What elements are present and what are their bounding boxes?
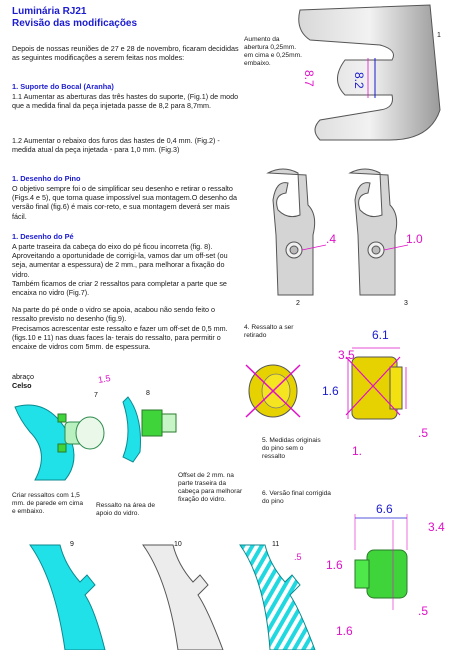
fig9-drawing bbox=[29, 544, 106, 650]
title-line-1: Luminária RJ21 bbox=[12, 6, 87, 17]
fig8-note: Offset de 2 mm. na parte traseira da cab… bbox=[178, 472, 243, 503]
fig8-drawing bbox=[122, 396, 177, 463]
title-line-2: Revisão das modificações bbox=[12, 18, 138, 29]
fig2-drawing bbox=[266, 168, 327, 296]
fig9-number: 9 bbox=[70, 541, 74, 548]
fig7-dim: 1.5 bbox=[97, 372, 112, 386]
fig6-dim-height: 1.6 bbox=[326, 558, 343, 572]
section-paragraph: Também ficamos de criar 2 ressaltos para… bbox=[12, 279, 227, 298]
fig5-dim-small: .5 bbox=[418, 426, 429, 440]
fig4-note: 4. Ressalto a ser retirado bbox=[244, 324, 294, 339]
section-paragraph: 1.1 Aumentar as aberturas das três haste… bbox=[12, 92, 239, 111]
fig3-number: 3 bbox=[404, 300, 408, 307]
fig10-number: 10 bbox=[174, 541, 182, 548]
fig6-dim-top: 3.4 bbox=[428, 520, 445, 534]
fig5-drawing bbox=[345, 347, 407, 420]
signature-name: Celso bbox=[12, 381, 32, 390]
page-title: Luminária RJ21 Revisão das modificações bbox=[12, 6, 137, 30]
fig6-drawing bbox=[354, 514, 408, 610]
section-heading-suporte: 1. Suporte do Bocal (Aranha) bbox=[12, 82, 114, 91]
fig7-number: 7 bbox=[94, 392, 98, 399]
fig11-dim: .5 bbox=[294, 552, 302, 562]
fig9-note: Ressalto na área de apoio do vidro. bbox=[96, 502, 156, 517]
fig5-dim-width: 6.1 bbox=[372, 328, 389, 342]
fig5-dim-bottom: 1. bbox=[352, 444, 363, 458]
fig1-dim-new: 8.7 bbox=[302, 70, 316, 87]
fig7-drawing bbox=[14, 404, 105, 481]
fig4-drawing bbox=[245, 364, 301, 418]
intro-paragraph: Depois de nossas reuniões de 27 e 28 de … bbox=[12, 44, 239, 63]
section-heading-pino: 1. Desenho do Pino bbox=[12, 174, 81, 183]
fig2-number: 2 bbox=[296, 300, 300, 307]
fig2-dim: .4 bbox=[326, 232, 337, 246]
fig1-number: 1 bbox=[437, 32, 441, 39]
section-paragraph: 1.2 Aumentar o rebaixo dos furos das has… bbox=[12, 136, 220, 155]
fig1-dim-old: 8.2 bbox=[352, 72, 366, 89]
signature-closing: abraço bbox=[12, 372, 34, 381]
fig10-drawing bbox=[142, 544, 224, 650]
fig6-dim-small: .5 bbox=[418, 604, 429, 618]
signature: abraço Celso bbox=[12, 372, 34, 390]
fig6-dim-bottom: 1.6 bbox=[336, 624, 353, 638]
fig1-note: Aumento da abertura 0,25mm. em cima e 0,… bbox=[244, 36, 302, 67]
fig11-number: 11 bbox=[272, 541, 280, 548]
fig1-drawing bbox=[298, 4, 441, 141]
section-paragraph: Na parte do pé onde o vidro se apoia, ac… bbox=[12, 305, 215, 324]
section-heading-pe: 1. Desenho do Pé bbox=[12, 232, 74, 241]
fig11-drawing bbox=[239, 544, 316, 650]
section-paragraph: A parte traseira da cabeça do eixo do pé… bbox=[12, 242, 228, 279]
fig8-number: 8 bbox=[146, 390, 150, 397]
section-paragraph: O objetivo sempre foi o de simplificar s… bbox=[12, 184, 237, 221]
fig5-dim-top: 3.5 bbox=[338, 348, 355, 362]
section-paragraph: Precisamos acrescentar este ressalto e f… bbox=[12, 324, 228, 352]
fig7-note: Criar ressaltos com 1,5 mm. de parede em… bbox=[12, 492, 84, 515]
fig5-note: 5. Medidas originais do pino sem o ressa… bbox=[262, 437, 321, 460]
fig5-dim-height: 1.6 bbox=[322, 384, 339, 398]
fig6-note: 6. Versão final corrigida do pino bbox=[262, 490, 331, 505]
fig3-drawing bbox=[348, 168, 409, 296]
fig3-dim: 1.0 bbox=[406, 232, 423, 246]
fig6-dim-width: 6.6 bbox=[376, 502, 393, 516]
